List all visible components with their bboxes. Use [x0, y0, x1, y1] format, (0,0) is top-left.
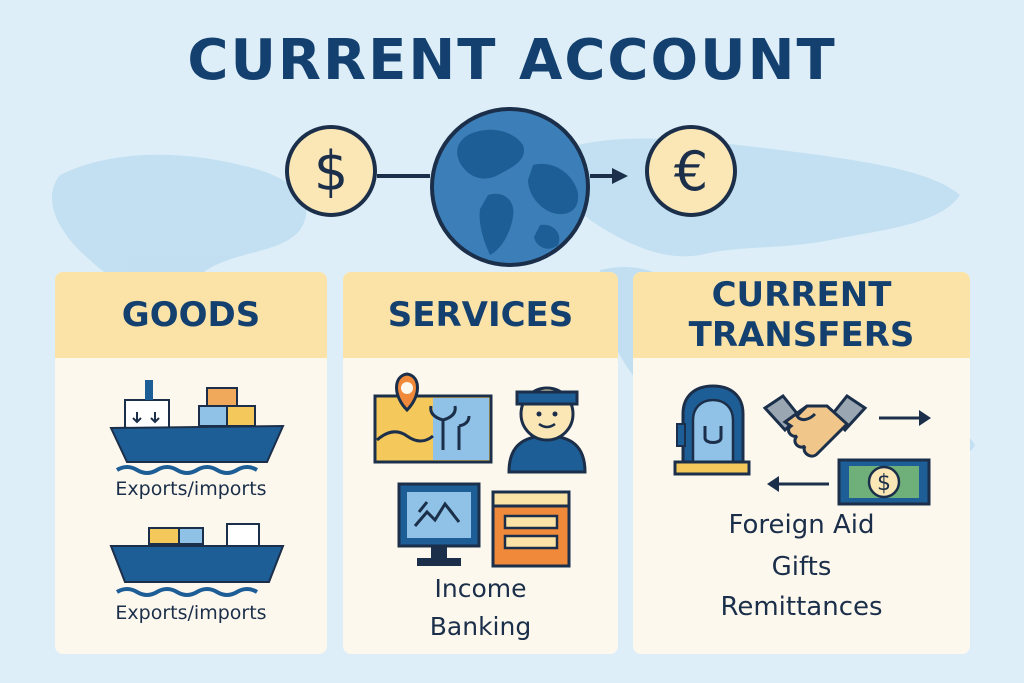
- arrow-right-icon: [879, 410, 931, 426]
- cargo-ship-icon: [109, 380, 285, 475]
- banknote-icon: $: [837, 458, 931, 506]
- goods-card: GOODS Exports/imports Exports/imports: [55, 272, 327, 654]
- services-line-banking: Banking: [429, 612, 532, 641]
- server-icon: [491, 490, 571, 568]
- page-title: CURRENT ACCOUNT: [187, 28, 837, 93]
- transfers-line-remittances: Remittances: [720, 592, 883, 622]
- banknote-symbol: $: [877, 471, 891, 496]
- services-heading: SERVICES: [343, 272, 618, 358]
- person-icon: [507, 386, 587, 474]
- services-card: SERVICES Income Banking: [343, 272, 618, 654]
- goods-label-top: Exports/imports: [115, 478, 267, 500]
- euro-coin-icon: €: [645, 125, 737, 217]
- transfers-line-foreign-aid: Foreign Aid: [728, 510, 875, 540]
- dollar-coin-icon: $: [285, 125, 377, 217]
- arrow-left-icon: [767, 476, 829, 492]
- services-line-income: Income: [434, 574, 527, 603]
- transfers-heading-line1: CURRENT: [711, 275, 892, 315]
- arrow-right-icon: [612, 168, 628, 184]
- transfers-heading: CURRENT TRANSFERS: [633, 272, 970, 358]
- transfers-card: CURRENT TRANSFERS $ Foreign Aid Gifts Re…: [633, 272, 970, 654]
- goods-label-bottom: Exports/imports: [115, 602, 267, 624]
- mailbox-icon: [673, 384, 751, 476]
- computer-monitor-icon: [397, 482, 481, 566]
- dollar-symbol: $: [313, 139, 349, 203]
- euro-symbol: €: [673, 139, 709, 203]
- globe-icon: [430, 107, 590, 267]
- cargo-ship-icon: [109, 523, 285, 597]
- goods-heading: GOODS: [55, 272, 327, 358]
- transfers-line-gifts: Gifts: [771, 552, 832, 582]
- travel-map-icon: [373, 372, 493, 464]
- handshake-icon: [762, 393, 868, 458]
- transfers-heading-line2: TRANSFERS: [688, 315, 915, 355]
